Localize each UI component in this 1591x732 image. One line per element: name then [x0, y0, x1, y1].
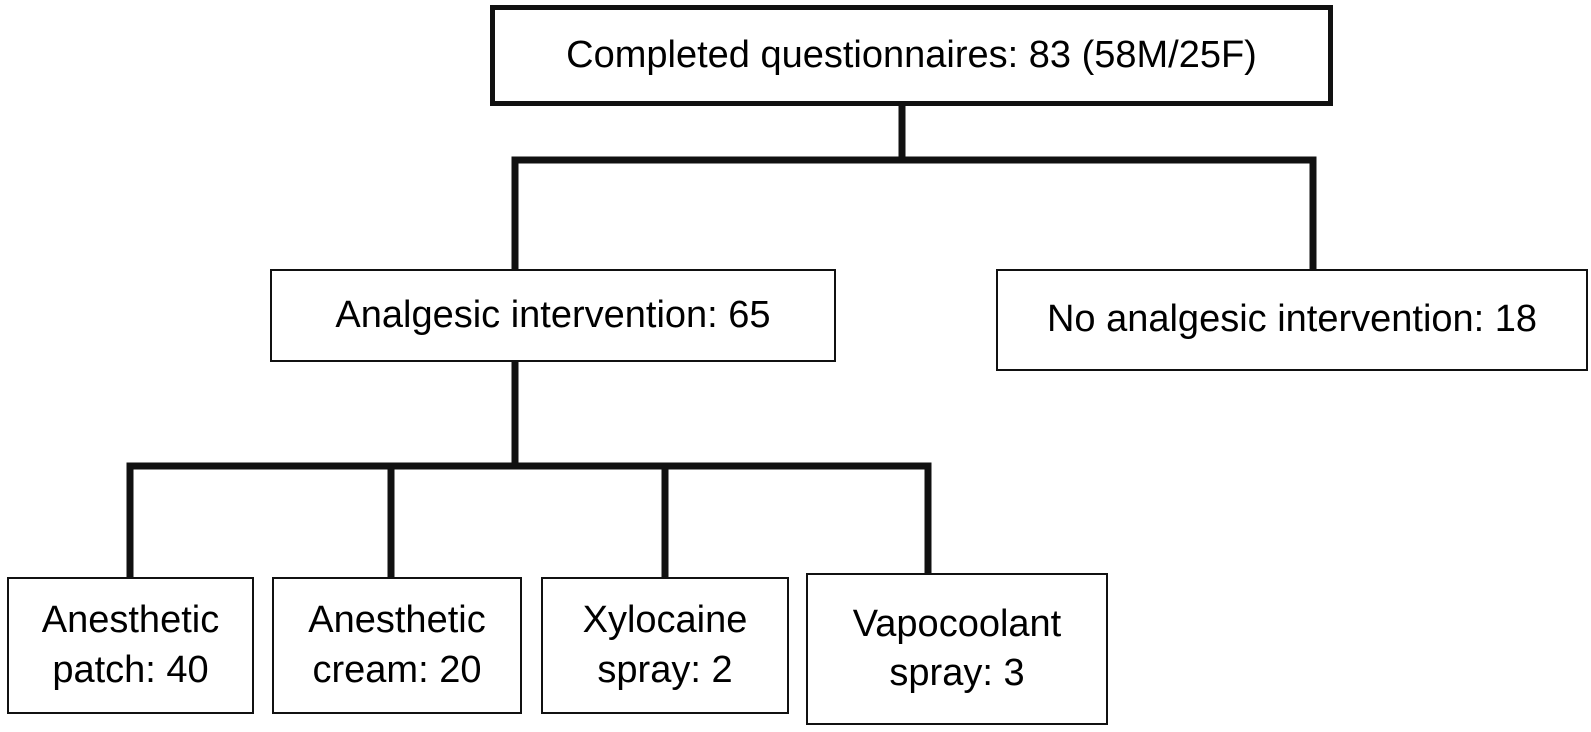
completed-questionnaires-box: Completed questionnaires: 83 (58M/25F) — [490, 5, 1333, 106]
no-analgesic-intervention-box: No analgesic intervention: 18 — [996, 269, 1588, 371]
xylocaine-spray-line1: Xylocaine — [582, 599, 748, 642]
analgesic-intervention-box: Analgesic intervention: 65 — [270, 269, 836, 362]
anesthetic-cream-box: Anesthetic cream: 20 — [272, 577, 522, 714]
anesthetic-cream-line2: cream: 20 — [312, 648, 482, 691]
vapocoolant-spray-box: Vapocoolant spray: 3 — [806, 573, 1108, 725]
anesthetic-patch-line1: Anesthetic — [41, 599, 220, 642]
vapocoolant-spray-line2: spray: 3 — [889, 652, 1025, 694]
vapocoolant-spray-line1: Vapocoolant — [852, 602, 1062, 645]
analgesic-intervention-label: Analgesic intervention: 65 — [335, 293, 771, 336]
anesthetic-cream-line1: Anesthetic — [308, 599, 486, 642]
xylocaine-spray-box: Xylocaine spray: 2 — [541, 577, 789, 714]
anesthetic-patch-line2: patch: 40 — [52, 648, 209, 691]
completed-questionnaires-label: Completed questionnaires: 83 (58M/25F) — [566, 33, 1257, 76]
anesthetic-patch-box: Anesthetic patch: 40 — [7, 577, 254, 714]
xylocaine-spray-line2: spray: 2 — [597, 648, 733, 691]
no-analgesic-intervention-label: No analgesic intervention: 18 — [1046, 298, 1538, 341]
